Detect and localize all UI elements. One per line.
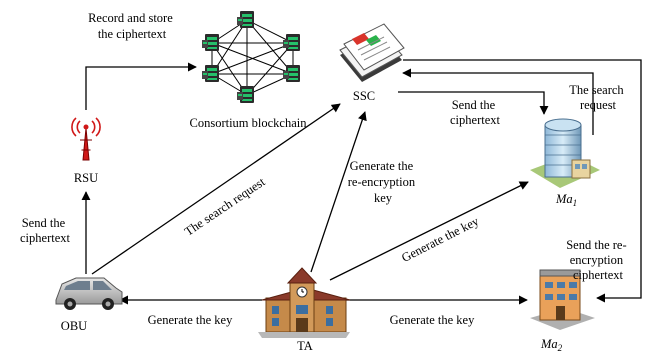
edge-label-ta-obu-key: Generate the key: [148, 313, 233, 327]
edge-label-ta-ma2-key: Generate the key: [390, 313, 475, 327]
edge-label-search-request-obu: The search request: [182, 174, 268, 238]
edge-label-ssc-ma1: Send the ciphertext: [450, 98, 501, 127]
edge-label-ma1-search: The search request: [569, 83, 627, 112]
arrow-ta-to-ma1: [329, 181, 529, 281]
ma2-building-icon: [530, 269, 595, 330]
blockchain-icon: [202, 11, 300, 103]
node-label-obu: OBU: [61, 319, 87, 333]
edge-label-reencryption-key: Generate the re-encryption key: [348, 159, 418, 205]
node-label-ma1: Ma1: [555, 192, 577, 208]
ssc-server-icon: [339, 23, 405, 82]
ta-building-icon: [258, 267, 351, 338]
node-label-rsu: RSU: [74, 171, 98, 185]
arrow-ma1-to-ssc: [402, 68, 594, 135]
node-label-ta: TA: [297, 339, 313, 353]
node-label-ssc: SSC: [353, 89, 375, 103]
edge-label-obu-rsu: Send the ciphertext: [20, 216, 71, 245]
rsu-antenna-icon: [71, 117, 101, 161]
edges: [81, 59, 642, 305]
arrow-rsu-to-blockchain: [85, 62, 197, 110]
obu-car-icon: [55, 277, 123, 310]
node-label-ma2: Ma2: [540, 337, 563, 353]
node-label-blockchain: Consortium blockchain: [190, 116, 308, 130]
arrow-ssc-to-ma1: [398, 91, 549, 115]
ma1-building-icon: [530, 118, 600, 188]
arrow-obu-to-ssc: [91, 103, 341, 275]
edge-label-record: Record and store the ciphertext: [88, 11, 176, 41]
arrow-ssc-to-ma2: [403, 59, 642, 303]
edge-label-ma2-reencryption: Send the re- encryption ciphertext: [566, 238, 630, 282]
arrow-ta-to-ssc: [310, 111, 367, 273]
